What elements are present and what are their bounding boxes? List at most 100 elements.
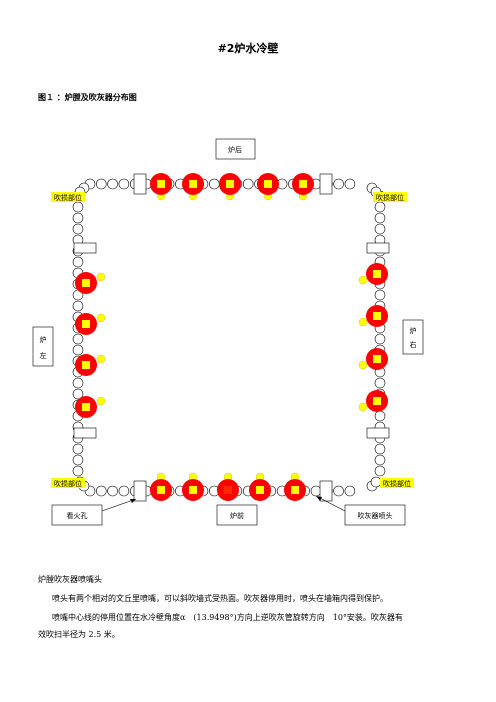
blow-area-br-bg bbox=[380, 478, 414, 488]
water-wall-tube bbox=[209, 178, 220, 190]
label-furnace-right-2: 右 bbox=[410, 340, 417, 349]
nozzle-marker bbox=[358, 360, 368, 370]
water-wall-tube bbox=[72, 465, 84, 477]
water-wall-tube bbox=[374, 212, 386, 224]
water-wall-tube bbox=[72, 256, 84, 268]
water-wall-tube bbox=[374, 289, 386, 301]
wall-box bbox=[73, 242, 97, 254]
water-wall-tube bbox=[72, 212, 84, 224]
water-wall-tube bbox=[72, 300, 84, 312]
water-wall-tube bbox=[374, 333, 386, 345]
soot-blower-core bbox=[373, 355, 381, 363]
wall-box bbox=[366, 427, 390, 439]
soot-blower-core bbox=[189, 486, 197, 494]
label-peephole: 看火孔 bbox=[67, 512, 88, 520]
soot-blower-core bbox=[82, 279, 90, 287]
water-wall-tube bbox=[107, 178, 118, 190]
wall-boxes bbox=[73, 173, 390, 502]
water-wall-tube bbox=[310, 485, 322, 497]
label-furnace-rear: 炉后 bbox=[228, 145, 242, 154]
peephole-arrow bbox=[130, 499, 136, 503]
water-wall-tube bbox=[242, 178, 254, 190]
water-wall-tube bbox=[72, 201, 84, 213]
blow-area-bottom-right: 吹损部位 bbox=[383, 479, 411, 488]
water-wall-tube bbox=[96, 485, 107, 497]
blow-area-tr-bg bbox=[373, 192, 407, 202]
soot-blower-core bbox=[82, 361, 90, 369]
nozzle-marker bbox=[96, 313, 106, 323]
nozzle-marker bbox=[96, 354, 106, 364]
document-title: #2炉水冷壁 bbox=[217, 42, 279, 55]
water-wall-tube bbox=[374, 410, 386, 422]
water-wall-tube bbox=[370, 476, 382, 488]
nozzle-marker bbox=[358, 317, 368, 327]
soot-blowers bbox=[75, 173, 388, 501]
label-box-rear bbox=[215, 138, 256, 160]
label-furnace-left-1: 炉 bbox=[40, 335, 47, 344]
soot-blower-core bbox=[291, 486, 299, 494]
section-heading: 炉膛吹灰器喷嘴头 bbox=[38, 575, 102, 584]
soot-blower-core bbox=[373, 397, 381, 405]
water-wall-tube bbox=[374, 443, 386, 455]
soot-blower-core bbox=[224, 486, 232, 494]
water-wall-tube bbox=[344, 485, 356, 497]
water-wall-tube bbox=[374, 223, 386, 235]
blow-area-tl-bg bbox=[51, 192, 85, 202]
label-furnace-front: 炉前 bbox=[230, 511, 244, 520]
water-wall-tube bbox=[374, 377, 386, 389]
water-wall-tube bbox=[118, 485, 130, 497]
water-wall-tube bbox=[374, 465, 386, 477]
label-soot-blower-nozzle: 吹灰器喷头 bbox=[358, 511, 393, 520]
soot-blower-core bbox=[157, 180, 165, 188]
soot-blower-core bbox=[373, 270, 381, 278]
soot-blower-core bbox=[373, 312, 381, 320]
water-wall-tube bbox=[72, 344, 84, 356]
blow-area-top-right: 吹损部位 bbox=[376, 193, 404, 202]
label-box-left bbox=[32, 326, 54, 367]
soot-blower-core bbox=[256, 486, 264, 494]
label-furnace-left-2: 左 bbox=[40, 351, 47, 360]
water-wall-tube bbox=[333, 485, 344, 497]
water-wall-tube bbox=[96, 178, 107, 190]
water-wall-tube bbox=[72, 388, 84, 400]
soot-blower-core bbox=[189, 180, 197, 188]
blow-area-top-left: 吹损部位 bbox=[54, 193, 82, 202]
nozzle-arrow bbox=[316, 496, 322, 501]
water-wall-tube bbox=[118, 178, 130, 190]
figure-caption: 图１ ：炉膛及吹灰器分布图 bbox=[38, 93, 137, 102]
label-furnace-right-1: 炉 bbox=[410, 326, 417, 335]
water-wall-tube bbox=[72, 223, 84, 235]
water-wall-tube bbox=[72, 333, 84, 345]
wall-box bbox=[133, 173, 147, 195]
nozzle-marker bbox=[358, 275, 368, 285]
blow-area-bottom-left: 吹损部位 bbox=[54, 479, 82, 488]
label-box-front bbox=[216, 504, 258, 526]
peephole-leader bbox=[101, 498, 137, 512]
soot-blower-core bbox=[82, 320, 90, 328]
soot-blower-core bbox=[264, 180, 272, 188]
label-box-nozzle bbox=[344, 504, 406, 526]
paragraph-1: 喷头有两个相对的文丘里喷嘴，可以斜吹墙式受热面。吹灰器停用时，喷头在墙箱内得到保… bbox=[52, 594, 388, 603]
wall-box bbox=[319, 480, 333, 502]
wall-box bbox=[133, 480, 147, 502]
label-box-right bbox=[402, 319, 424, 355]
soot-blower-core bbox=[157, 486, 165, 494]
nozzle-marker bbox=[358, 402, 368, 412]
water-wall-tube bbox=[374, 201, 386, 213]
water-wall-tubes bbox=[72, 178, 386, 497]
water-wall-tube bbox=[344, 178, 356, 190]
water-wall-tube bbox=[333, 178, 344, 190]
nozzle-marker bbox=[96, 396, 106, 406]
wall-box bbox=[319, 173, 333, 195]
water-wall-tube bbox=[72, 454, 84, 466]
paragraph-2-line-1: 喷嘴中心线的停用位置在水冷壁角度α (13.9498°)方向上逆吹灰管旋转方向 … bbox=[52, 613, 403, 622]
wall-box bbox=[73, 427, 97, 439]
paragraph-2-line-2: 效吹扫半径为 2.5 米。 bbox=[38, 630, 120, 639]
label-box-peephole bbox=[51, 504, 103, 526]
soot-blower-core bbox=[299, 180, 307, 188]
soot-blower-core bbox=[82, 403, 90, 411]
wall-box bbox=[366, 242, 390, 254]
water-wall-tube bbox=[374, 454, 386, 466]
water-wall-tube bbox=[72, 377, 84, 389]
